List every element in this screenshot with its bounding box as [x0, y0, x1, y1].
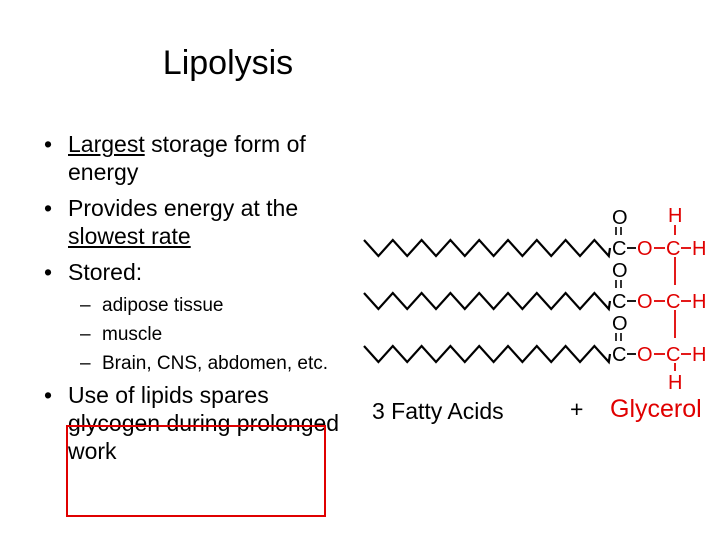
glycerol-carbon: C: [666, 344, 680, 366]
highlight-box: [66, 425, 326, 517]
carbonyl-oxygen: O: [612, 207, 628, 229]
carbon-atom: C: [612, 291, 626, 313]
sub-bullet-text: adipose tissue: [102, 295, 224, 316]
bullet-item-glycogen: • Use of lipids spares glycogen during pr…: [44, 381, 344, 465]
bullet-glyph: •: [44, 259, 53, 285]
glycerol-carbon: C: [666, 291, 680, 313]
fatty-acids-label: 3 Fatty Acids: [372, 398, 504, 424]
glycerol-label: Glycerol: [610, 395, 702, 423]
carbonyl-oxygen: O: [612, 313, 628, 335]
bullet-item-storage: • Largest storage form of energy: [44, 130, 344, 186]
bullet-glyph: •: [44, 382, 53, 408]
hydrogen-atom: H: [668, 372, 682, 394]
underlined-text: Largest: [68, 131, 145, 157]
bullet-item-stored: • Stored:: [44, 258, 344, 286]
hydrogen-atom: H: [692, 291, 706, 313]
bullet-list: • Largest storage form of energy • Provide…: [44, 130, 344, 473]
hydrogen-atom: H: [692, 344, 706, 366]
bullet-glyph: •: [44, 195, 53, 221]
fatty-acid-chain-3: [363, 344, 612, 365]
dash-glyph: –: [80, 324, 91, 345]
ester-oxygen: O: [637, 238, 653, 260]
sub-bullet-item: –Brain, CNS, abdomen, etc.: [44, 352, 344, 375]
bullet-text: Use of lipids spares glycogen during pro…: [68, 382, 340, 464]
hydrogen-atom: H: [668, 205, 682, 227]
carbon-atom: C: [612, 238, 626, 260]
underlined-text: slowest rate: [68, 223, 191, 249]
dash-glyph: –: [80, 295, 91, 316]
sub-bullet-item: –muscle: [44, 323, 344, 346]
glycerol-carbon: C: [666, 238, 680, 260]
bullet-text: storage form of energy: [68, 131, 306, 185]
bullet-text: Provides energy at the: [68, 195, 299, 221]
bullet-item-energy-rate: • Provides energy at the slowest rate: [44, 194, 344, 250]
bullet-glyph: •: [44, 131, 53, 157]
carbonyl-oxygen: O: [612, 260, 628, 282]
plus-sign: +: [570, 396, 583, 422]
fatty-acid-chain-1: [363, 238, 612, 259]
hydrogen-atom: H: [692, 238, 706, 260]
sub-bullet-text: muscle: [102, 324, 163, 345]
ester-oxygen: O: [637, 291, 653, 313]
sub-bullet-text: Brain, CNS, abdomen, etc.: [102, 353, 328, 374]
sub-bullet-item: –adipose tissue: [44, 294, 344, 317]
carbon-atom: C: [612, 344, 626, 366]
dash-glyph: –: [80, 353, 91, 374]
fatty-acid-chain-2: [363, 291, 612, 312]
ester-oxygen: O: [637, 344, 653, 366]
bullet-text: Stored:: [68, 259, 143, 285]
sub-bullet-list: –adipose tissue –muscle –Brain, CNS, abd…: [44, 294, 344, 375]
triglyceride-diagram: O C O C H H O C O C H O C O C H H 3 Fatt…: [363, 205, 706, 424]
slide-title: Lipolysis: [162, 44, 294, 82]
